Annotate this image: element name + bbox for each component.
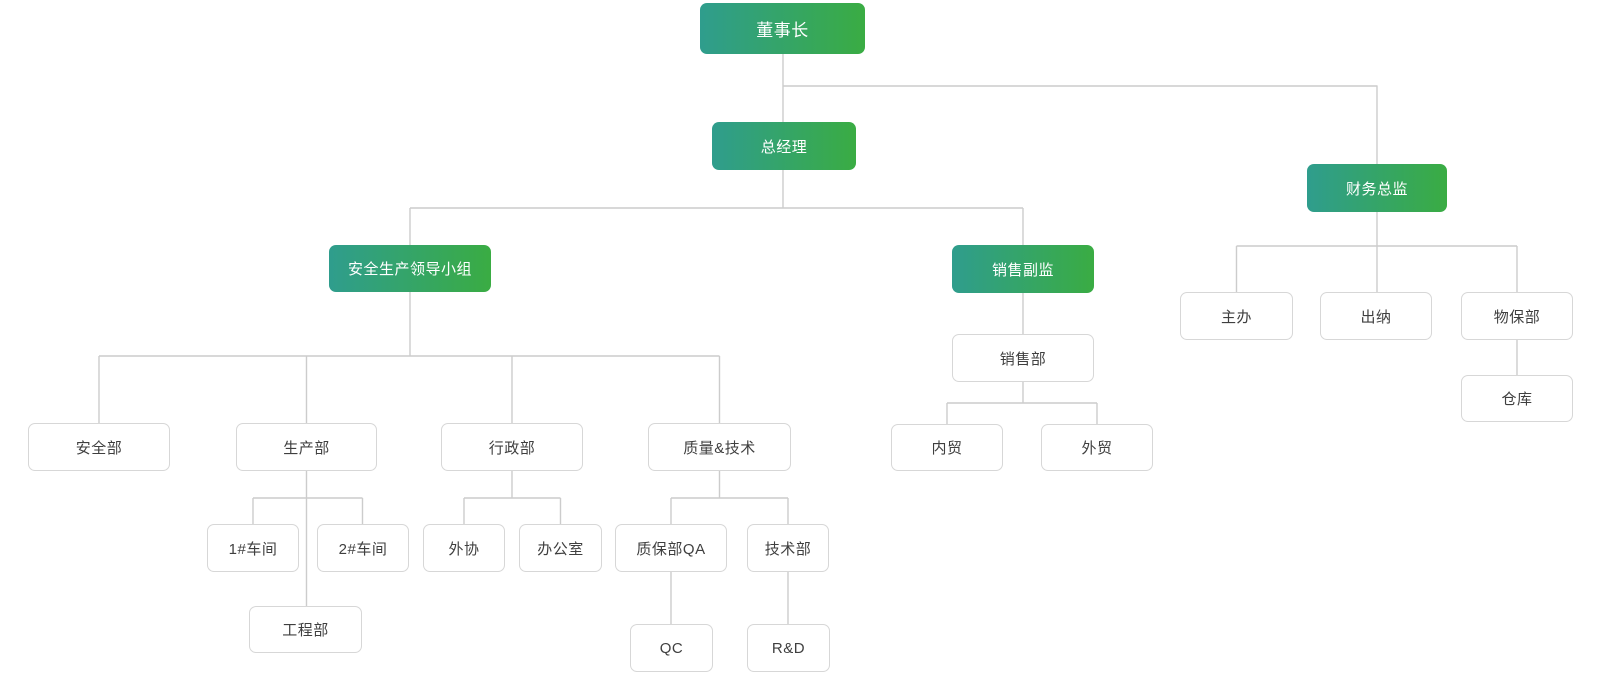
node-safety-dept[interactable]: 安全部 bbox=[28, 423, 170, 471]
node-qc[interactable]: QC bbox=[630, 624, 713, 672]
node-engineering-dept[interactable]: 工程部 bbox=[249, 606, 362, 653]
node-chairman[interactable]: 董事长 bbox=[700, 3, 865, 54]
node-safety-leadership-group[interactable]: 安全生产领导小组 bbox=[329, 245, 491, 292]
node-rnd[interactable]: R&D bbox=[747, 624, 830, 672]
node-general-manager[interactable]: 总经理 bbox=[712, 122, 856, 170]
node-workshop-1[interactable]: 1#车间 bbox=[207, 524, 299, 572]
node-admin-dept[interactable]: 行政部 bbox=[441, 423, 583, 471]
node-workshop-2[interactable]: 2#车间 bbox=[317, 524, 409, 572]
node-production-dept[interactable]: 生产部 bbox=[236, 423, 377, 471]
node-cashier[interactable]: 出纳 bbox=[1320, 292, 1432, 340]
node-quality-tech[interactable]: 质量&技术 bbox=[648, 423, 791, 471]
node-office[interactable]: 办公室 bbox=[519, 524, 602, 572]
node-material-security-dept[interactable]: 物保部 bbox=[1461, 292, 1573, 340]
node-sales-deputy-director[interactable]: 销售副监 bbox=[952, 245, 1094, 293]
node-outsourcing[interactable]: 外协 bbox=[423, 524, 505, 572]
node-chief-officer[interactable]: 主办 bbox=[1180, 292, 1293, 340]
node-warehouse[interactable]: 仓库 bbox=[1461, 375, 1573, 422]
node-tech-dept[interactable]: 技术部 bbox=[747, 524, 829, 572]
node-finance-director[interactable]: 财务总监 bbox=[1307, 164, 1447, 212]
node-foreign-trade[interactable]: 外贸 bbox=[1041, 424, 1153, 471]
connector-path bbox=[98, 54, 1518, 624]
node-domestic-trade[interactable]: 内贸 bbox=[891, 424, 1003, 471]
node-qa-dept[interactable]: 质保部QA bbox=[615, 524, 727, 572]
node-sales-dept[interactable]: 销售部 bbox=[952, 334, 1094, 382]
